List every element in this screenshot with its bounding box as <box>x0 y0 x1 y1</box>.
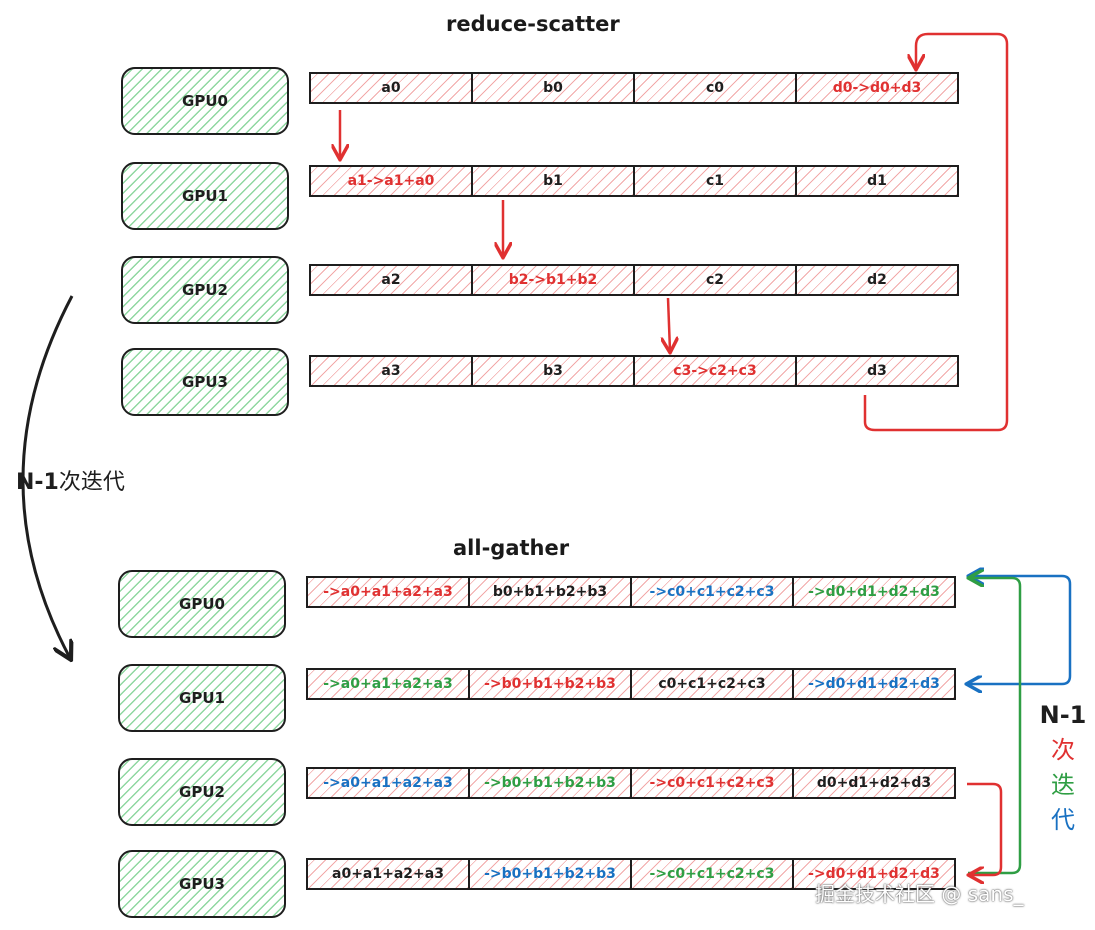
rs-cell: c1 <box>633 165 797 197</box>
ag-cell: ->a0+a1+a2+a3 <box>306 767 470 799</box>
ag-cell: ->a0+a1+a2+a3 <box>306 576 470 608</box>
rs-gpu2-box: GPU2 <box>121 256 289 324</box>
rs-buffer-row-gpu3: a3 b3 c3->c2+c3 d3 <box>309 355 959 387</box>
reduce-scatter-title: reduce-scatter <box>446 12 620 36</box>
rs-buffer-row-gpu0: a0 b0 c0 d0->d0+d3 <box>309 72 959 104</box>
rs-cell: b0 <box>471 72 635 104</box>
ag-cell: ->b0+b1+b2+b3 <box>468 767 632 799</box>
ag-gpu0-label: GPU0 <box>179 595 225 613</box>
rs-cell: d3 <box>795 355 959 387</box>
ag-gpu3-box: GPU3 <box>118 850 286 918</box>
rs-cell: b3 <box>471 355 635 387</box>
iteration-label-text: 次迭代 <box>58 470 125 495</box>
rs-gpu2-label: GPU2 <box>182 281 228 299</box>
ag-gpu1-box: GPU1 <box>118 664 286 732</box>
ag-gpu2-label: GPU2 <box>179 783 225 801</box>
rs-gpu3-box: GPU3 <box>121 348 289 416</box>
rs-gpu0-box: GPU0 <box>121 67 289 135</box>
ag-cell: ->b0+b1+b2+b3 <box>468 668 632 700</box>
ag-cell: ->d0+d1+d2+d3 <box>792 576 956 608</box>
vertical-label-char-2: 迭 <box>1051 771 1075 799</box>
rs-cell: c0 <box>633 72 797 104</box>
rs-arrow-c2-to-gpu3 <box>668 297 670 351</box>
rs-cell: d2 <box>795 264 959 296</box>
vertical-label-char-1: 次 <box>1051 736 1075 764</box>
ag-cell: ->c0+c1+c2+c3 <box>630 858 794 890</box>
ag-gpu1-label: GPU1 <box>179 689 225 707</box>
ag-buffer-row-gpu3: a0+a1+a2+a3 ->b0+b1+b2+b3 ->c0+c1+c2+c3 … <box>306 858 956 890</box>
ag-cell: ->d0+d1+d2+d3 <box>792 668 956 700</box>
rs-buffer-row-gpu1: a1->a1+a0 b1 c1 d1 <box>309 165 959 197</box>
ag-gpu3-label: GPU3 <box>179 875 225 893</box>
ag-arrow-blue <box>968 576 1072 684</box>
ag-arrow-red <box>967 782 1003 875</box>
ag-cell: a0+a1+a2+a3 <box>306 858 470 890</box>
ag-cell: ->c0+c1+c2+c3 <box>630 767 794 799</box>
vertical-label-char-3: 代 <box>1051 806 1075 834</box>
ag-cell: ->b0+b1+b2+b3 <box>468 858 632 890</box>
ag-buffer-row-gpu1: ->a0+a1+a2+a3 ->b0+b1+b2+b3 c0+c1+c2+c3 … <box>306 668 956 700</box>
rs-gpu3-label: GPU3 <box>182 373 228 391</box>
ag-cell: ->c0+c1+c2+c3 <box>630 576 794 608</box>
ag-gpu0-box: GPU0 <box>118 570 286 638</box>
vertical-label-n1: N-1 <box>1039 701 1087 729</box>
rs-cell: b1 <box>471 165 635 197</box>
iteration-curved-arrow <box>21 295 72 658</box>
rs-cell: d0->d0+d3 <box>795 72 959 104</box>
rs-cell: a2 <box>309 264 473 296</box>
rs-buffer-row-gpu2: a2 b2->b1+b2 c2 d2 <box>309 264 959 296</box>
rs-gpu1-box: GPU1 <box>121 162 289 230</box>
rs-cell: a0 <box>309 72 473 104</box>
rs-arrow-d3-to-gpu0 <box>863 32 1009 432</box>
watermark: 掘金技术社区 @ sans_ <box>815 882 1024 906</box>
rs-cell: c3->c2+c3 <box>633 355 797 387</box>
rs-gpu1-label: GPU1 <box>182 187 228 205</box>
iteration-label-n1: N-1 <box>16 470 59 495</box>
ag-arrow-green <box>968 578 1022 875</box>
iteration-label: N-1次迭代 <box>16 464 125 496</box>
rs-cell: a1->a1+a0 <box>309 165 473 197</box>
vertical-iteration-label: N-1 次 迭 代 <box>1038 698 1088 838</box>
ag-cell: ->d0+d1+d2+d3 <box>792 858 956 890</box>
ag-buffer-row-gpu2: ->a0+a1+a2+a3 ->b0+b1+b2+b3 ->c0+c1+c2+c… <box>306 767 956 799</box>
ag-cell: c0+c1+c2+c3 <box>630 668 794 700</box>
all-gather-title: all-gather <box>453 536 570 560</box>
ag-gpu2-box: GPU2 <box>118 758 286 826</box>
ag-cell: b0+b1+b2+b3 <box>468 576 632 608</box>
rs-cell: a3 <box>309 355 473 387</box>
rs-cell: b2->b1+b2 <box>471 264 635 296</box>
ag-cell: d0+d1+d2+d3 <box>792 767 956 799</box>
rs-gpu0-label: GPU0 <box>182 92 228 110</box>
ag-buffer-row-gpu0: ->a0+a1+a2+a3 b0+b1+b2+b3 ->c0+c1+c2+c3 … <box>306 576 956 608</box>
ag-cell: ->a0+a1+a2+a3 <box>306 668 470 700</box>
rs-cell: d1 <box>795 165 959 197</box>
